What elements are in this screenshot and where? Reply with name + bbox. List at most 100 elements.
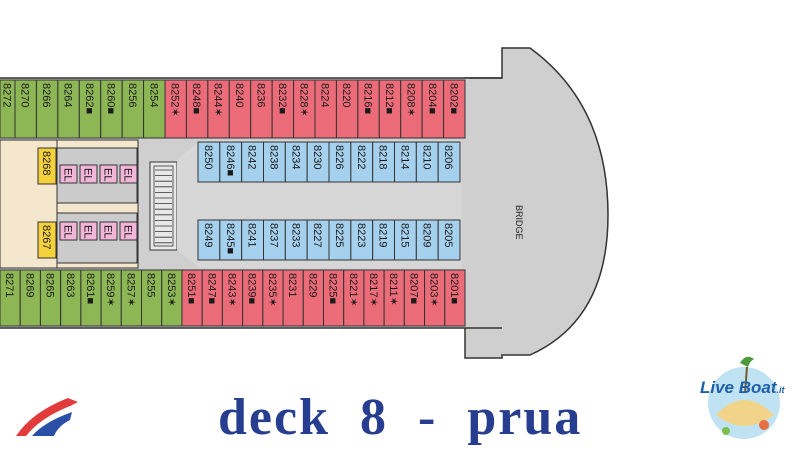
cabin-number: 8212■ [383,83,395,114]
cabin-bottom-outer: 8211✶ [383,269,405,327]
cabin-bottom-outer: 8239■ [242,269,264,327]
cabin-number: 8272 [1,83,13,107]
cabin-number: 8208✶ [404,83,416,117]
cabin-number: 8214 [398,145,410,169]
bridge-label: BRIDGE [514,205,524,240]
cabin-bottom-outer: 8247■ [201,269,223,327]
cabin-number: 8265 [44,273,56,297]
cabin-bottom-outer: 8235✶ [262,269,284,327]
cabin-number: 8249 [202,223,214,247]
cabin-number: EL [82,225,94,238]
cabin-bottom-outer: 8261■ [80,269,102,327]
cabin-number: 8260■ [104,83,116,114]
staircase [149,161,178,251]
cabin-top-outer: 8232■ [271,79,295,139]
elevator: EL [59,164,78,184]
cabin-top-outer: 8240 [228,79,252,139]
cabin-number: 8218 [377,145,389,169]
cabin-top-outer: 8202■ [443,79,466,139]
elevator: EL [119,164,138,184]
cabin-bottom-outer: 8229 [302,269,324,327]
cabin-top-outer: 8216■ [357,79,380,139]
cabin-number: 8270 [19,83,31,107]
cabin-number: 8268 [40,151,52,175]
cabin-top-inner: 8218 [372,141,395,183]
cabin-bottom-outer: 8243✶ [221,269,244,327]
cabin-number: EL [102,225,114,238]
cabin-yellow: 8267 [37,221,57,259]
cabin-top-outer: 8264 [57,79,80,139]
cabin-top-inner: 8210 [415,141,439,183]
cabin-bottom-inner: 8233 [284,219,308,261]
cabin-number: 8271 [3,273,15,297]
cabin-bottom-outer: 8221✶ [343,269,365,327]
liveboat-tld: .it [776,385,785,395]
cabin-bottom-inner: 8209 [415,219,439,261]
cabin-bottom-inner: 8245■ [219,219,243,261]
cabin-number: 8245■ [224,223,236,254]
cabin-top-outer: 8272 [0,79,16,139]
cabin-number: 8250 [202,145,214,169]
cabin-number: 8240 [233,83,245,107]
cabin-number: EL [62,225,74,238]
cabin-top-outer: 8236 [250,79,273,139]
cabin-top-outer: 8220 [335,79,359,139]
cabin-number: 8244✶ [212,83,224,117]
cabin-top-outer: 8262■ [78,79,102,139]
cabin-bottom-inner: 8225 [328,219,352,261]
cabin-number: 8266 [40,83,52,107]
liveboat-wordmark: Live Boat.it [700,378,800,408]
cabin-bottom-inner: 8223 [350,219,374,261]
cabin-number: 8251■ [185,273,197,304]
cabin-number: 8225■ [327,273,339,304]
cabin-bottom-outer: 8201■ [444,269,466,327]
cabin-number: 8231 [286,273,298,297]
cabin-number: 8257✶ [124,273,136,307]
cabin-number: 8259✶ [104,273,116,307]
cabin-number: 8228✶ [297,83,309,117]
cabin-top-outer: 8256 [121,79,145,139]
cabin-number: 8201■ [448,273,460,304]
cabin-number: 8243✶ [226,273,238,307]
cabin-number: 8247■ [205,273,217,304]
cabin-number: 8225 [333,223,345,247]
cabin-bottom-outer: 8217✶ [363,269,385,327]
cabin-top-outer: 8252✶ [164,79,187,139]
cabin-number: 8241 [246,223,258,247]
cabin-number: 8227 [311,223,323,247]
cabin-top-inner: 8238 [263,141,286,183]
cabin-number: 8230 [311,145,323,169]
cabin-number: 8210 [420,145,432,169]
cabin-number: 8234 [289,145,301,169]
cabin-number: 8224 [319,83,331,107]
elevator: EL [79,221,98,241]
cabin-number: 8203✶ [428,273,440,307]
cabin-number: 8256 [126,83,138,107]
cabin-bottom-outer: 8269 [19,269,41,327]
cabin-number: 8204■ [426,83,438,114]
cabin-number: 8235✶ [266,273,278,307]
cabin-top-outer: 8224 [314,79,337,139]
cabin-number: 8264 [62,83,74,107]
cabin-number: 8205 [442,223,454,247]
cabin-number: EL [82,168,94,181]
cabin-number: 8237 [267,223,279,247]
cabin-number: 8263 [64,273,76,297]
cabin-top-outer: 8270 [14,79,37,139]
cabin-bottom-outer: 8259✶ [100,269,122,327]
cabin-bottom-outer: 8251■ [181,269,203,327]
liveboat-logo [708,356,780,439]
cabin-bottom-outer: 8253✶ [161,269,183,327]
cabin-bottom-inner: 8237 [263,219,286,261]
cabin-number: 8216■ [362,83,374,114]
cabin-top-inner: 8230 [306,141,330,183]
cabin-top-outer: 8212■ [378,79,402,139]
cabin-top-inner: 8214 [394,141,417,183]
cabin-top-inner: 8222 [350,141,374,183]
cabin-bottom-outer: 8255 [141,269,163,327]
cabin-number: 8207■ [407,273,419,304]
cabin-number: 8209 [420,223,432,247]
cabin-bottom-outer: 8263 [60,269,82,327]
cabin-top-inner: 8242 [241,141,265,183]
cabin-number: 8261■ [84,273,96,304]
